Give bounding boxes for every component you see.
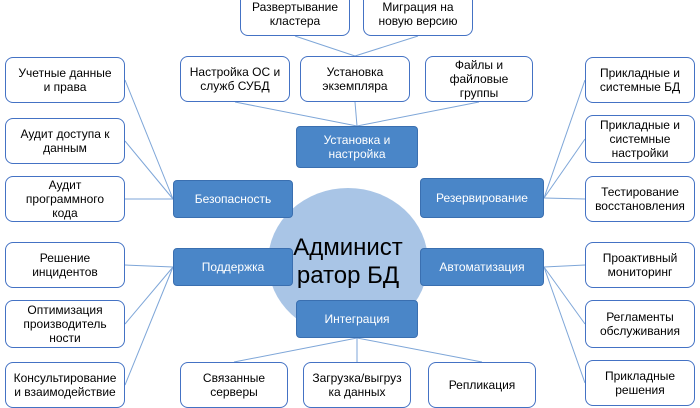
leaf-label: Оптимизация производитель ности xyxy=(23,303,107,345)
connector-line xyxy=(543,79,586,199)
category-install-setup: Установка и настройка xyxy=(296,126,418,168)
leaf-label: Настройка ОС и служб СУБД xyxy=(189,65,281,93)
leaf-label: Аудит доступа к данным xyxy=(20,127,110,155)
leaf-replication: Репликация xyxy=(428,362,536,408)
leaf-app-system-settings: Прикладные и системные настройки xyxy=(585,115,695,163)
connector-line xyxy=(354,101,358,127)
leaf-label: Тестирование восстановления xyxy=(595,185,685,213)
connector-line xyxy=(543,197,586,200)
connector-line xyxy=(543,138,586,199)
leaf-instance-install: Установка экземпляра xyxy=(300,56,410,102)
connector-line xyxy=(294,35,356,57)
leaf-os-config: Настройка ОС и служб СУБД xyxy=(180,56,290,102)
leaf-maintenance-plans: Регламенты обслуживания xyxy=(585,300,695,348)
category-backup-label: Резервирование xyxy=(436,191,528,205)
leaf-restore-testing: Тестирование восстановления xyxy=(585,176,695,222)
connector-line xyxy=(354,35,419,57)
leaf-label: Загрузка/выгруз ка данных xyxy=(312,371,402,399)
category-security: Безопасность xyxy=(173,180,293,218)
connector-line xyxy=(124,264,174,268)
leaf-incident-resolution: Решение инцидентов xyxy=(5,242,125,288)
connector-line xyxy=(124,140,174,200)
connector-line xyxy=(356,101,480,127)
category-support-label: Поддержка xyxy=(201,260,265,274)
category-automation-label: Автоматизация xyxy=(439,260,525,274)
connector-line xyxy=(124,79,174,200)
category-automation: Автоматизация xyxy=(420,248,544,286)
leaf-credentials: Учетные данные и права xyxy=(5,57,125,103)
leaf-label: Решение инцидентов xyxy=(32,251,98,279)
leaf-label: Регламенты обслуживания xyxy=(599,310,681,338)
category-security-label: Безопасность xyxy=(194,192,272,206)
center-label: Админист ратор БД xyxy=(293,234,403,289)
leaf-label: Прикладные и системные БД xyxy=(599,66,681,94)
leaf-label: Репликация xyxy=(448,378,516,392)
category-backup: Резервирование xyxy=(420,178,544,218)
leaf-consulting: Консультирование и взаимодействие xyxy=(5,362,125,408)
leaf-code-audit: Аудит программного кода xyxy=(5,176,125,222)
leaf-label: Файлы и файловые группы xyxy=(449,58,509,100)
leaf-app-system-db: Прикладные и системные БД xyxy=(585,57,695,103)
leaf-label: Проактивный мониторинг xyxy=(602,251,678,279)
category-install-label: Установка и настройка xyxy=(323,133,391,161)
leaf-linked-servers: Связанные серверы xyxy=(180,362,288,408)
leaf-label: Развертывание кластера xyxy=(251,0,338,28)
leaf-files-filegroups: Файлы и файловые группы xyxy=(425,56,533,102)
leaf-proactive-monitoring: Проактивный мониторинг xyxy=(585,242,695,288)
leaf-label: Прикладные решения xyxy=(605,369,675,397)
connector-line xyxy=(124,266,174,325)
leaf-performance-optimization: Оптимизация производитель ности xyxy=(5,300,125,348)
leaf-label: Прикладные и системные настройки xyxy=(599,118,681,160)
connector-line xyxy=(356,337,483,363)
leaf-label: Установка экземпляра xyxy=(322,65,388,93)
connector-line xyxy=(124,266,174,386)
connector-line xyxy=(233,337,358,363)
leaf-access-audit: Аудит доступа к данным xyxy=(5,118,125,164)
connector-line xyxy=(234,101,358,127)
leaf-label: Учетные данные и права xyxy=(18,66,112,94)
category-support: Поддержка xyxy=(173,248,293,286)
category-integration: Интеграция xyxy=(296,300,418,338)
leaf-label: Аудит программного кода xyxy=(25,178,105,220)
leaf-version-migration: Миграция на новую версию xyxy=(363,0,473,36)
connector-line xyxy=(543,266,586,384)
connector-line xyxy=(543,266,586,325)
leaf-label: Миграция на новую версию xyxy=(378,0,458,28)
leaf-app-solutions: Прикладные решения xyxy=(585,360,695,406)
category-integration-label: Интеграция xyxy=(324,312,390,326)
leaf-label: Связанные серверы xyxy=(202,371,266,399)
leaf-label: Консультирование и взаимодействие xyxy=(13,371,117,399)
leaf-cluster-deployment: Развертывание кластера xyxy=(240,0,350,36)
connector-line xyxy=(543,264,586,268)
leaf-data-load-unload: Загрузка/выгруз ка данных xyxy=(303,362,411,408)
